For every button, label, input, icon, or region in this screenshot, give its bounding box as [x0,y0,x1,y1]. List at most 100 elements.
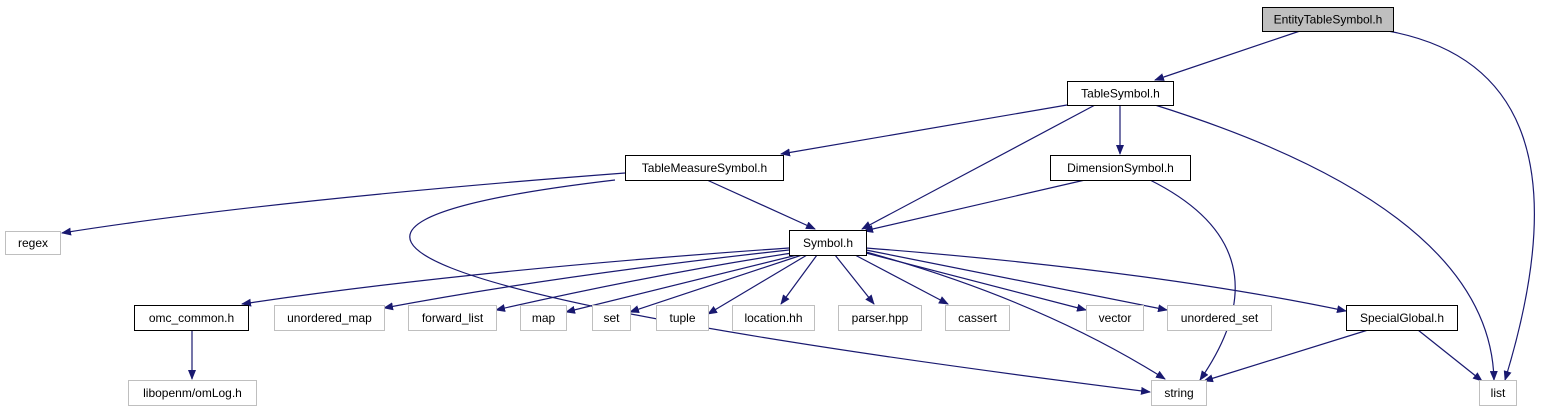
edge-TableSymbol-to-Symbol [861,104,1096,230]
edge-TableMeasureSymbol-to-string [409,179,1151,395]
node-box [520,305,567,331]
edges-layer [61,30,1535,395]
node-tablesymbol[interactable]: TableSymbol.h [1067,81,1174,106]
node-symbol[interactable]: Symbol.h [789,230,867,256]
node-label: tuple [669,311,695,325]
node-tablemeasuresymbol[interactable]: TableMeasureSymbol.h [625,155,784,181]
edge-Symbol-to-unordered_map [383,249,790,311]
node-label: libopenm/omLog.h [143,386,242,400]
node-label: parser.hpp [852,311,909,325]
node-string: string [1151,380,1207,406]
node-specialglobal[interactable]: SpecialGlobal.h [1346,305,1458,331]
edge-TableSymbol-to-list [1154,104,1498,381]
edge-Symbol-to-map [565,254,798,314]
node-regex: regex [5,231,61,255]
node-label: TableSymbol.h [1081,87,1160,101]
edge-TableSymbol-to-TableMeasureSymbol [780,104,1068,157]
node-box [592,305,631,331]
edge-arrow [1417,329,1483,382]
edge-arrow [1203,329,1369,383]
edge-arrow [706,179,816,230]
edge-arrow [1154,30,1301,81]
node-label: list [1491,386,1506,400]
node-label: Symbol.h [803,236,853,250]
edge-DimensionSymbol-to-string [1149,179,1236,381]
node-box [732,305,815,331]
node-omlog: libopenm/omLog.h [128,380,257,406]
node-list: list [1479,380,1517,406]
node-label: location.hh [744,311,802,325]
node-cassert: cassert [945,305,1010,331]
node-tuple: tuple [656,305,709,331]
node-box [1346,305,1458,331]
node-label: TableMeasureSymbol.h [642,161,767,175]
edge-arrow [565,254,798,314]
node-label: SpecialGlobal.h [1360,311,1444,325]
edge-arrow [707,254,808,315]
node-box [789,230,867,256]
node-entitytablesymbol[interactable]: EntityTableSymbol.h [1262,7,1394,32]
edge-arrow [780,104,1068,157]
edge-arrow [1149,179,1236,381]
node-forward-list: forward_list [408,305,497,331]
edge-arrow [865,249,1168,313]
node-label: unordered_map [287,311,372,325]
edge-Symbol-to-SpecialGlobal [865,247,1347,314]
node-map: map [520,305,567,331]
node-box [134,305,249,331]
node-box [1262,7,1394,32]
edge-arrow [861,104,1096,230]
edge-Symbol-to-omc_common [241,247,790,307]
node-box [1479,380,1517,406]
edge-arrow [409,179,1151,395]
node-label: map [532,311,556,325]
node-box [1050,155,1191,181]
edge-Symbol-to-location [780,254,818,305]
edge-Symbol-to-parser [834,254,875,305]
node-label: regex [18,236,48,250]
edge-SpecialGlobal-to-list [1417,329,1483,382]
edge-arrow [1154,104,1498,381]
node-dimensionsymbol[interactable]: DimensionSymbol.h [1050,155,1191,181]
node-label: EntityTableSymbol.h [1274,13,1383,27]
edge-TableMeasureSymbol-to-regex [61,172,626,236]
node-box [1086,305,1144,331]
node-label: forward_list [422,311,484,325]
edge-arrow [863,179,1086,233]
edge-EntityTableSymbol-to-TableSymbol [1154,30,1301,81]
edge-arrow [854,254,949,305]
node-omc-common[interactable]: omc_common.h [134,305,249,331]
edge-arrow [61,172,626,236]
edge-SpecialGlobal-to-string [1203,329,1369,383]
node-box [656,305,709,331]
node-set: set [592,305,631,331]
edge-Symbol-to-forward_list [495,252,793,312]
edge-arrow [383,249,790,311]
edge-EntityTableSymbol-to-list [1387,30,1535,381]
node-label: vector [1099,311,1132,325]
nodes-layer: EntityTableSymbol.hTableSymbol.hTableMea… [5,7,1517,406]
edge-Symbol-to-set [629,254,803,313]
node-label: set [603,311,620,325]
node-box [5,231,61,255]
node-unordered-map: unordered_map [274,305,385,331]
edge-arrow [865,247,1347,314]
edge-arrow [834,254,875,305]
node-box [128,380,257,406]
edge-arrow [865,252,1087,312]
node-box [838,305,922,331]
edge-Symbol-to-unordered_set [865,249,1168,313]
node-label: omc_common.h [149,311,234,325]
edge-TableMeasureSymbol-to-Symbol [706,179,816,230]
node-label: unordered_set [1181,311,1259,325]
edge-DimensionSymbol-to-Symbol [863,179,1086,233]
node-label: DimensionSymbol.h [1067,161,1174,175]
edge-arrow [241,247,790,307]
edge-arrow [1387,30,1535,381]
edge-Symbol-to-vector [865,252,1087,312]
node-label: cassert [958,311,997,325]
node-box [625,155,784,181]
node-box [945,305,1010,331]
edge-Symbol-to-cassert [854,254,949,305]
